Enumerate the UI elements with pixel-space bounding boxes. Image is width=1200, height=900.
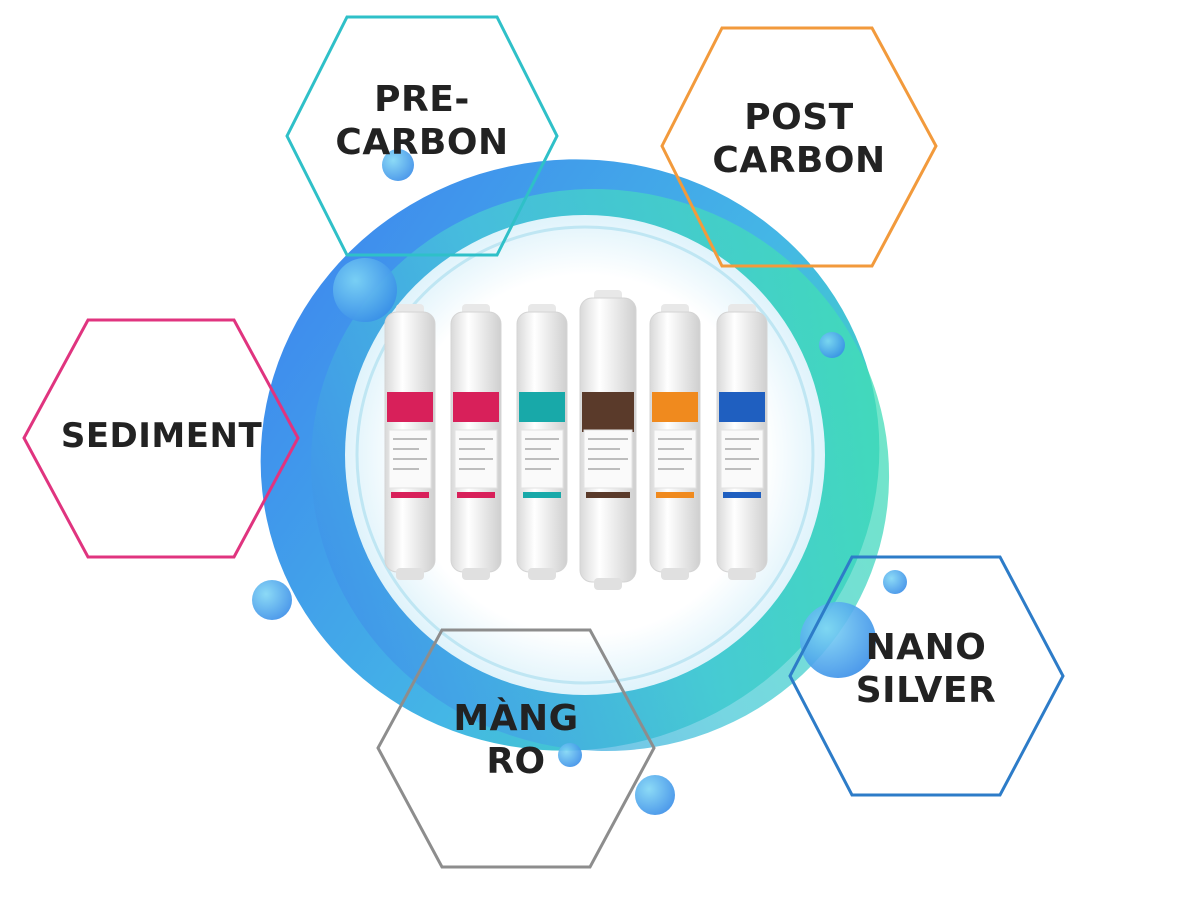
cartridge-label-line xyxy=(725,468,751,470)
mang-ro-line-2: RO xyxy=(486,741,546,783)
cartridge-cap-bottom xyxy=(462,568,490,580)
cartridge-bottom-strip xyxy=(586,492,630,498)
pre-carbon-line-2: CARBON xyxy=(335,122,509,164)
pre-carbon-line-1: PRE- xyxy=(374,79,470,120)
bubble xyxy=(382,149,414,181)
filter-cartridge xyxy=(450,304,502,580)
cartridge-label-line xyxy=(588,438,628,440)
filter-cartridge xyxy=(716,304,768,580)
cartridge-bottom-strip xyxy=(457,492,495,498)
cartridge-color-band xyxy=(453,392,499,422)
sediment-line-1: SEDIMENT xyxy=(60,416,263,456)
hex-pre-carbon xyxy=(285,15,559,257)
filter-cartridge xyxy=(579,290,637,590)
nano-silver-line-2: SILVER xyxy=(855,670,997,712)
nano-silver-line-1: NANO xyxy=(865,627,987,668)
bubble xyxy=(819,332,845,358)
cartridge-label-line xyxy=(525,438,559,440)
cartridge-cap-bottom xyxy=(594,578,622,590)
cartridge-label-line xyxy=(658,438,692,440)
cartridge-label-line xyxy=(525,468,551,470)
mang-ro-line-1: MÀNG xyxy=(453,698,579,739)
cartridge-label-line xyxy=(525,458,559,460)
cartridge-label-line xyxy=(393,458,427,460)
bubble xyxy=(333,258,397,322)
cartridge-cap-bottom xyxy=(528,568,556,580)
filter-cartridges xyxy=(384,290,768,590)
cartridge-color-band xyxy=(582,392,634,432)
cartridge-color-band xyxy=(519,392,565,422)
cartridge-label-line xyxy=(658,448,684,450)
cartridge-label-line xyxy=(725,448,751,450)
filter-cartridge xyxy=(649,304,701,580)
bubble xyxy=(635,775,675,815)
cartridge-bottom-strip xyxy=(391,492,429,498)
cartridge-bottom-strip xyxy=(723,492,761,498)
cartridge-color-band xyxy=(652,392,698,422)
cartridge-color-band xyxy=(387,392,433,422)
cartridge-label-line xyxy=(459,438,493,440)
cartridge-label-line xyxy=(393,468,419,470)
cartridge-cap-bottom xyxy=(661,568,689,580)
ring-inner-line xyxy=(355,225,815,685)
cartridge-label-line xyxy=(459,458,493,460)
filter-cartridge xyxy=(516,304,568,580)
cartridge-label-line xyxy=(459,448,485,450)
cartridge-label-line xyxy=(658,458,692,460)
cartridge-label-line xyxy=(658,468,684,470)
label-sediment: SEDIMENT xyxy=(44,416,279,457)
post-carbon-line-2: CARBON xyxy=(712,140,886,182)
cartridge-bottom-strip xyxy=(523,492,561,498)
cartridge-cap-bottom xyxy=(728,568,756,580)
cartridge-label-line xyxy=(588,458,628,460)
hex-nano-silver xyxy=(788,555,1065,797)
label-mang-ro: MÀNG RO xyxy=(416,697,616,783)
cartridge-label-line xyxy=(588,448,620,450)
hex-sediment xyxy=(22,318,300,559)
hex-post-carbon xyxy=(660,26,938,268)
filter-cartridge xyxy=(384,304,436,580)
bubble xyxy=(252,580,292,620)
post-carbon-line-1: POST xyxy=(744,97,854,138)
hexagon-group xyxy=(22,15,1065,869)
hex-mang-ro xyxy=(376,628,656,869)
cartridge-color-band xyxy=(719,392,765,422)
cartridge-bottom-strip xyxy=(656,492,694,498)
cartridge-label-line xyxy=(725,458,759,460)
label-pre-carbon: PRE- CARBON xyxy=(322,78,522,164)
bubble xyxy=(883,570,907,594)
cartridge-label-line xyxy=(459,468,485,470)
cartridge-label-line xyxy=(393,448,419,450)
cartridge-label-line xyxy=(725,438,759,440)
bubble xyxy=(558,743,582,767)
cartridge-label-line xyxy=(588,468,620,470)
label-post-carbon: POST CARBON xyxy=(694,96,904,182)
label-nano-silver: NANO SILVER xyxy=(826,626,1026,712)
cartridge-cap-bottom xyxy=(396,568,424,580)
cartridge-label-line xyxy=(393,438,427,440)
cartridge-label-line xyxy=(525,448,551,450)
